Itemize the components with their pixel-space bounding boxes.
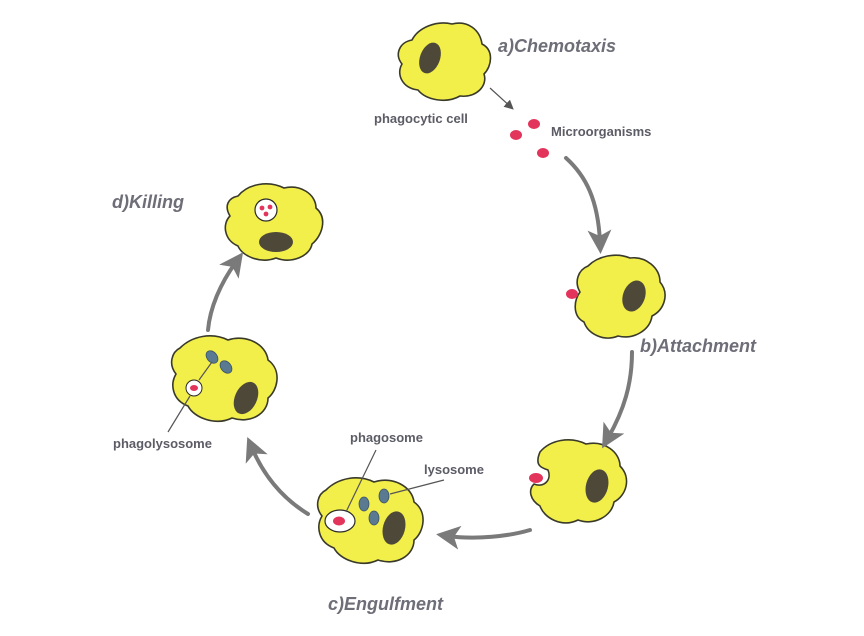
- stage-label-engulfment: c)Engulfment: [328, 594, 444, 614]
- nucleus: [382, 511, 406, 545]
- lysosome-granule: [219, 360, 233, 374]
- nucleus: [419, 42, 441, 74]
- lysosome-granule: [368, 510, 380, 526]
- chemotaxis-pointer-arrow: [489, 87, 514, 110]
- chemotaxis-cell: [397, 22, 492, 102]
- label-microorganisms: Microorganisms: [551, 124, 651, 139]
- phagosome-pointer-line: [345, 449, 377, 513]
- label-phagolysosome: phagolysosome: [113, 436, 212, 451]
- lysosome-granule: [378, 488, 390, 504]
- nucleus: [585, 469, 609, 503]
- ingestion-cell: [529, 439, 628, 524]
- digested-microorganism: [254, 198, 278, 222]
- attachment-cell: [566, 254, 666, 339]
- attached-microorganism: [566, 289, 578, 299]
- cycle-arrow-attachment-to-ingestion: [602, 350, 634, 449]
- stage-label-killing: d)Killing: [112, 192, 184, 212]
- lysosome-granule: [358, 496, 370, 512]
- nucleus: [622, 280, 646, 312]
- label-phagosome: phagosome: [350, 430, 423, 445]
- stage-label-chemotaxis: a)Chemotaxis: [498, 36, 616, 56]
- ingested-microorganism: [529, 473, 543, 483]
- cycle-arrow-ingestion-to-engulfment: [436, 525, 532, 550]
- stage-label-attachment: b)Attachment: [640, 336, 757, 356]
- phagolysosome-cell: [170, 335, 278, 422]
- engulfment-cell: [316, 477, 424, 564]
- cycle-arrow-chemotaxis-to-attachment: [564, 156, 612, 254]
- phagolysosome-inner-pointer: [198, 361, 213, 381]
- cycle-arrow-phagolysosome-to-killing: [206, 252, 244, 332]
- cycle-arrow-engulfment-to-phagolysosome: [245, 436, 310, 516]
- killing-cell: [224, 183, 324, 261]
- nucleus: [259, 232, 293, 252]
- lysosome-granule: [205, 350, 219, 364]
- nucleus: [233, 381, 259, 415]
- microorganisms-cluster: [510, 119, 549, 158]
- lysosome-pointer-line: [389, 479, 445, 495]
- label-lysosome: lysosome: [424, 462, 484, 477]
- label-phagocytic-cell: phagocytic cell: [374, 111, 468, 126]
- phagolysosome-pointer-line: [167, 395, 191, 433]
